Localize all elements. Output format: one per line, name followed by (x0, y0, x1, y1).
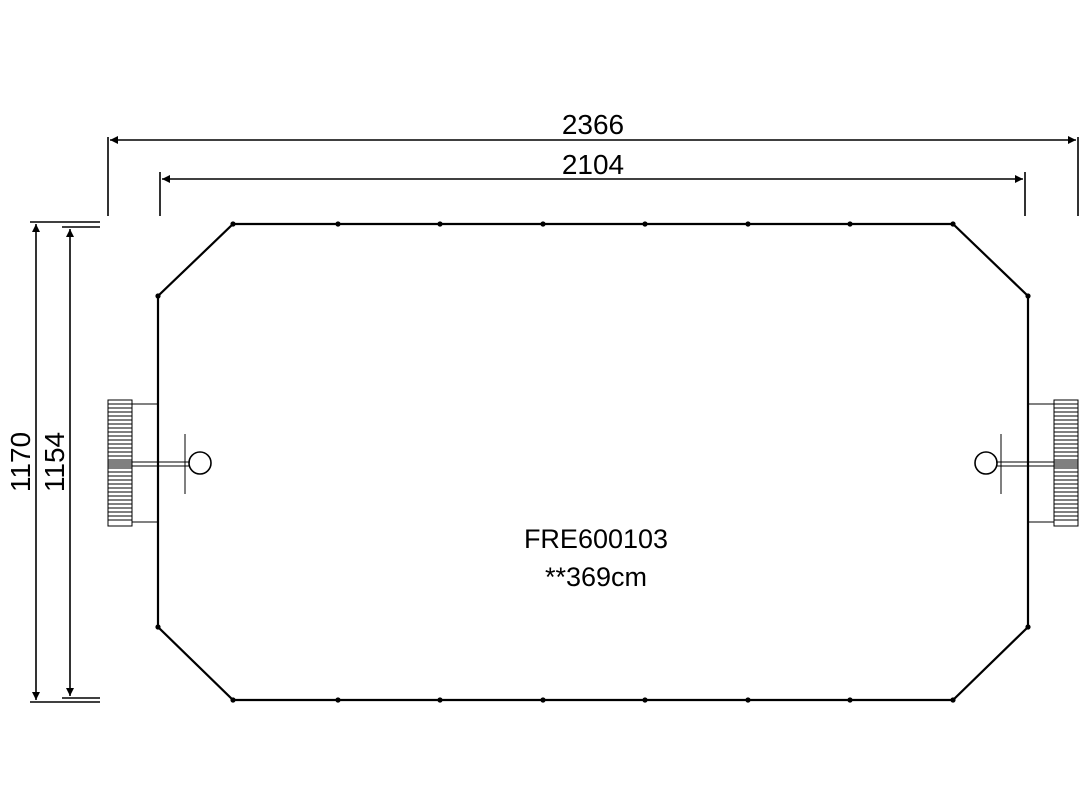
right-ladder-rungs (1054, 403, 1078, 521)
bolt (335, 697, 341, 703)
bolt (1025, 293, 1031, 299)
bolt (847, 697, 853, 703)
right-ladder (974, 399, 1079, 527)
outer-width-dimension: 2366 (107, 109, 1079, 216)
product-note: **369cm (545, 562, 647, 592)
right-skimmer-ring (974, 451, 998, 475)
outer-width-label: 2366 (562, 109, 624, 140)
pool-outline (155, 221, 1031, 703)
right-ladder-platform (1027, 403, 1055, 523)
bolt (745, 221, 751, 227)
product-code: FRE600103 (524, 524, 668, 554)
bolt (950, 697, 956, 703)
bolt (155, 293, 161, 299)
bolt (847, 221, 853, 227)
pool-body (156, 222, 1030, 702)
bolt (642, 697, 648, 703)
left-ladder (107, 399, 212, 527)
inner-height-dimension: 1154 (39, 226, 100, 699)
bolt (437, 221, 443, 227)
bolt (1025, 624, 1031, 630)
bolt (540, 697, 546, 703)
left-ladder-platform (131, 403, 159, 523)
left-ladder-step-block (107, 399, 133, 527)
outer-height-label: 1170 (5, 432, 36, 492)
right-ladder-step-block (1053, 399, 1079, 527)
inner-height-label: 1154 (39, 432, 70, 492)
outer-height-dimension: 1170 (5, 221, 100, 703)
bolt (642, 221, 648, 227)
bolt (230, 221, 236, 227)
bolt (230, 697, 236, 703)
bolt (540, 221, 546, 227)
frame-bolts (155, 221, 1031, 703)
left-skimmer-ring (188, 451, 212, 475)
bolt (950, 221, 956, 227)
bolt (745, 697, 751, 703)
bolt (155, 624, 161, 630)
inner-width-dimension: 2104 (159, 149, 1026, 216)
bolt (335, 221, 341, 227)
bolt (437, 697, 443, 703)
inner-width-label: 2104 (562, 149, 624, 180)
left-ladder-rungs (108, 403, 132, 521)
